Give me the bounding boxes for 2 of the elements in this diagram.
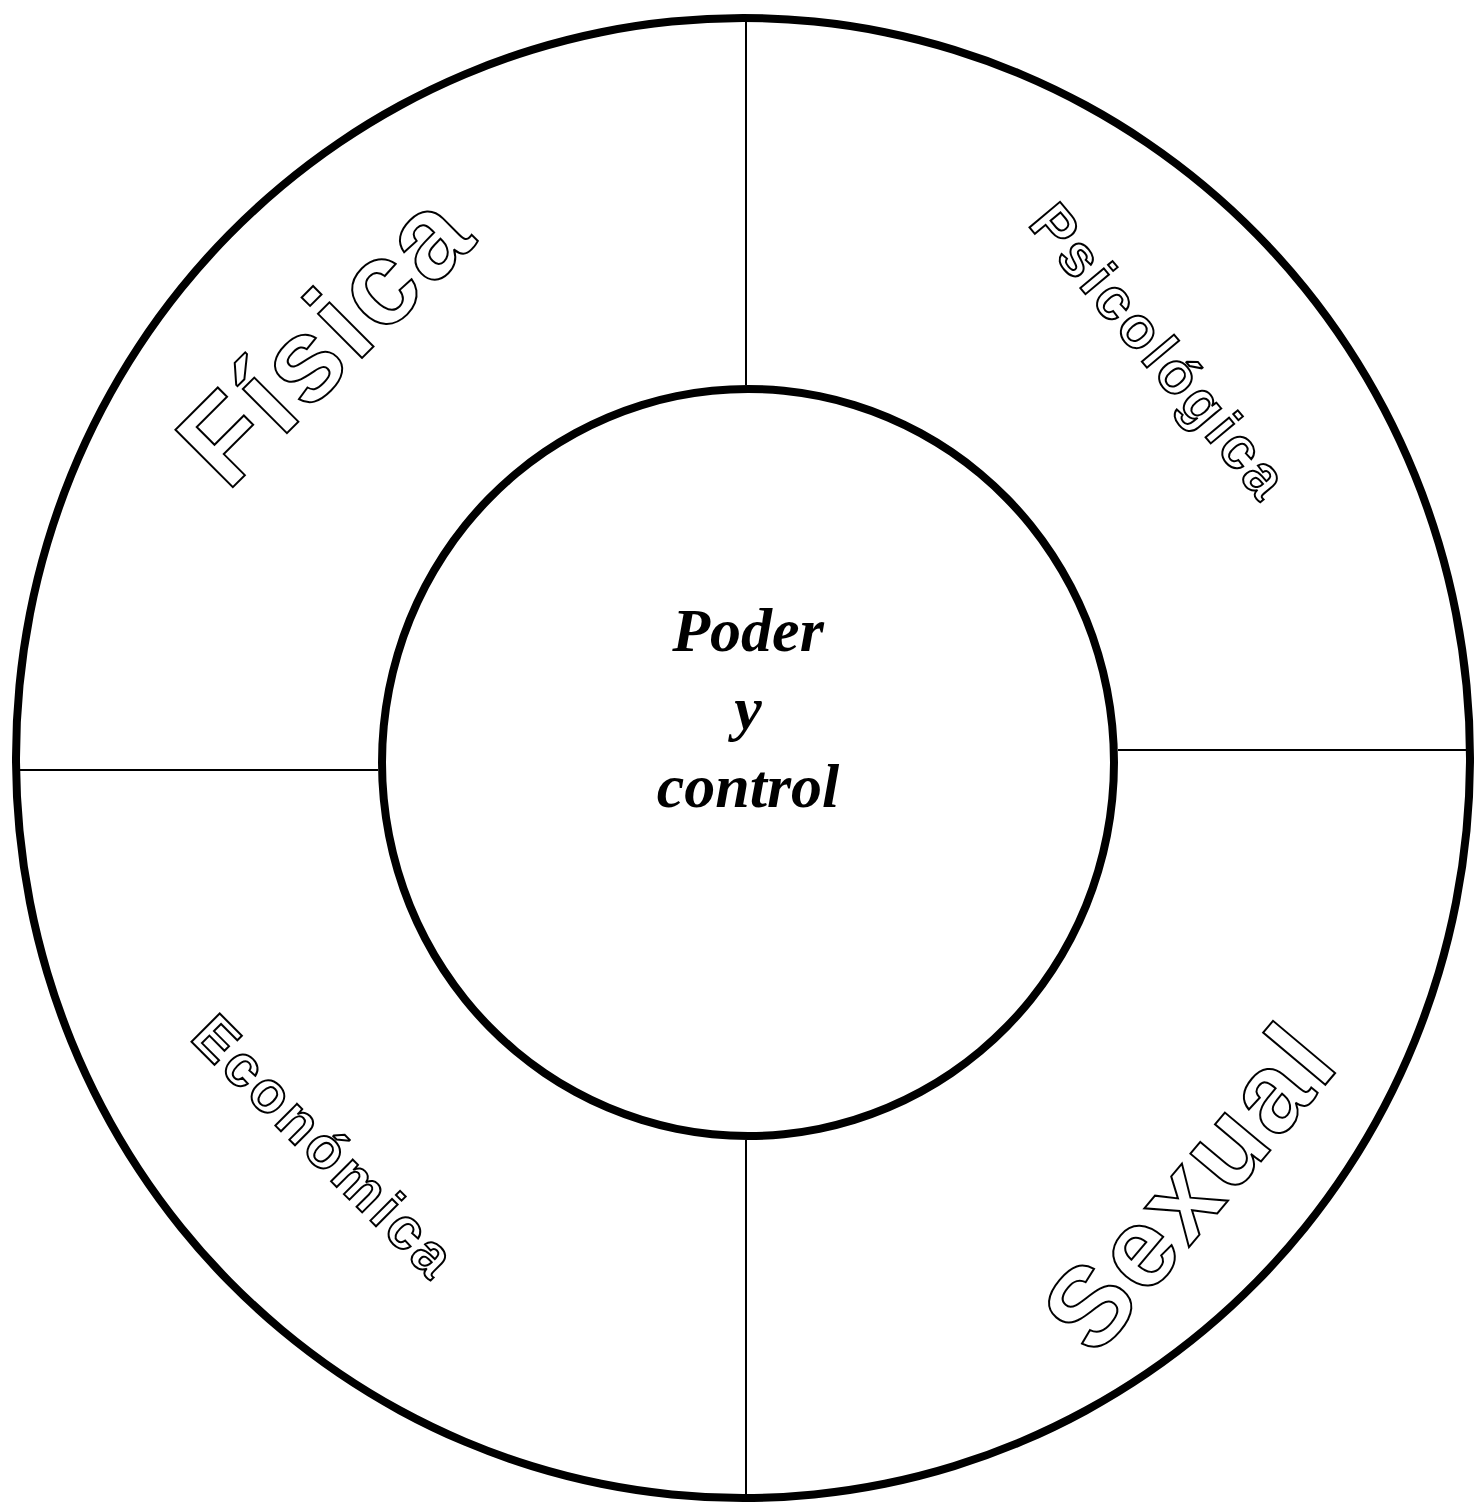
wheel-circle xyxy=(12,14,1474,1502)
center-label: Poder y control xyxy=(655,594,841,822)
